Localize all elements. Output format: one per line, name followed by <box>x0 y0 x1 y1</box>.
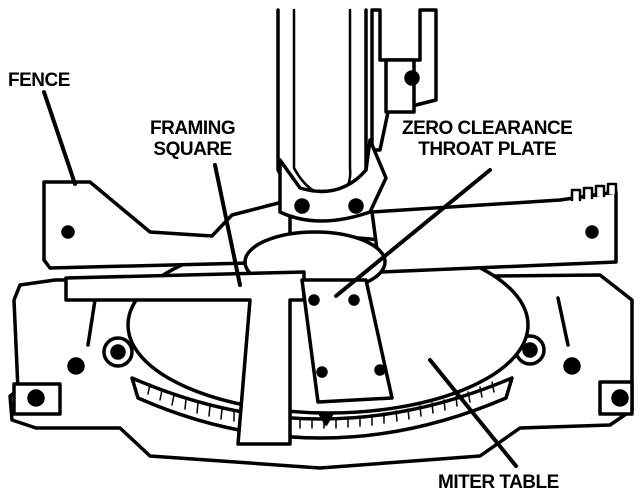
miter-table-label-text: MITER TABLE <box>438 472 559 493</box>
left-base-slot <box>86 298 97 347</box>
right-base-knob-center <box>522 342 538 358</box>
motor-bracket <box>384 58 416 114</box>
miter-table-label: MITER TABLE <box>438 472 559 493</box>
throat-plate-screw-4 <box>374 364 386 376</box>
throat-plate-label: ZERO CLEARANCE THROAT PLATE <box>402 118 573 160</box>
right-foot-hole <box>611 389 629 407</box>
motor-bolt <box>404 70 420 86</box>
leader-miter-table <box>428 358 518 468</box>
left-base-knob-center <box>110 344 126 360</box>
framing-square-label-line-2: SQUARE <box>153 139 232 160</box>
fence-left <box>42 180 292 270</box>
throat-plate-screw-3 <box>316 366 328 378</box>
guard-bolt-left <box>294 198 310 214</box>
fence-left-hole <box>61 225 75 239</box>
fence-right <box>370 190 618 274</box>
guard-bolt-right <box>348 198 364 214</box>
right-base-bolt <box>563 357 581 375</box>
leader-framing-square <box>213 163 242 287</box>
fence-right-hole <box>585 225 599 239</box>
leader-fence <box>42 90 77 186</box>
left-foot-hole <box>27 389 45 407</box>
framing-square-label: FRAMING SQUARE <box>150 118 236 160</box>
fence-right-notches <box>570 182 618 202</box>
fence-label-text: FENCE <box>8 70 70 91</box>
throat-plate-label-line-1: ZERO CLEARANCE <box>402 118 573 139</box>
throat-plate-screw-1 <box>308 294 320 306</box>
saw-arm-inner <box>292 8 352 198</box>
framing-square-label-line-1: FRAMING <box>150 118 236 139</box>
throat-plate-label-line-2: THROAT PLATE <box>418 139 557 160</box>
left-base-bolt <box>67 357 85 375</box>
throat-plate-screw-2 <box>348 294 360 306</box>
right-base-slot <box>556 296 570 347</box>
miter-scale-ticks <box>147 381 495 429</box>
leader-throat-plate <box>334 168 492 298</box>
fence-label: FENCE <box>8 70 70 91</box>
